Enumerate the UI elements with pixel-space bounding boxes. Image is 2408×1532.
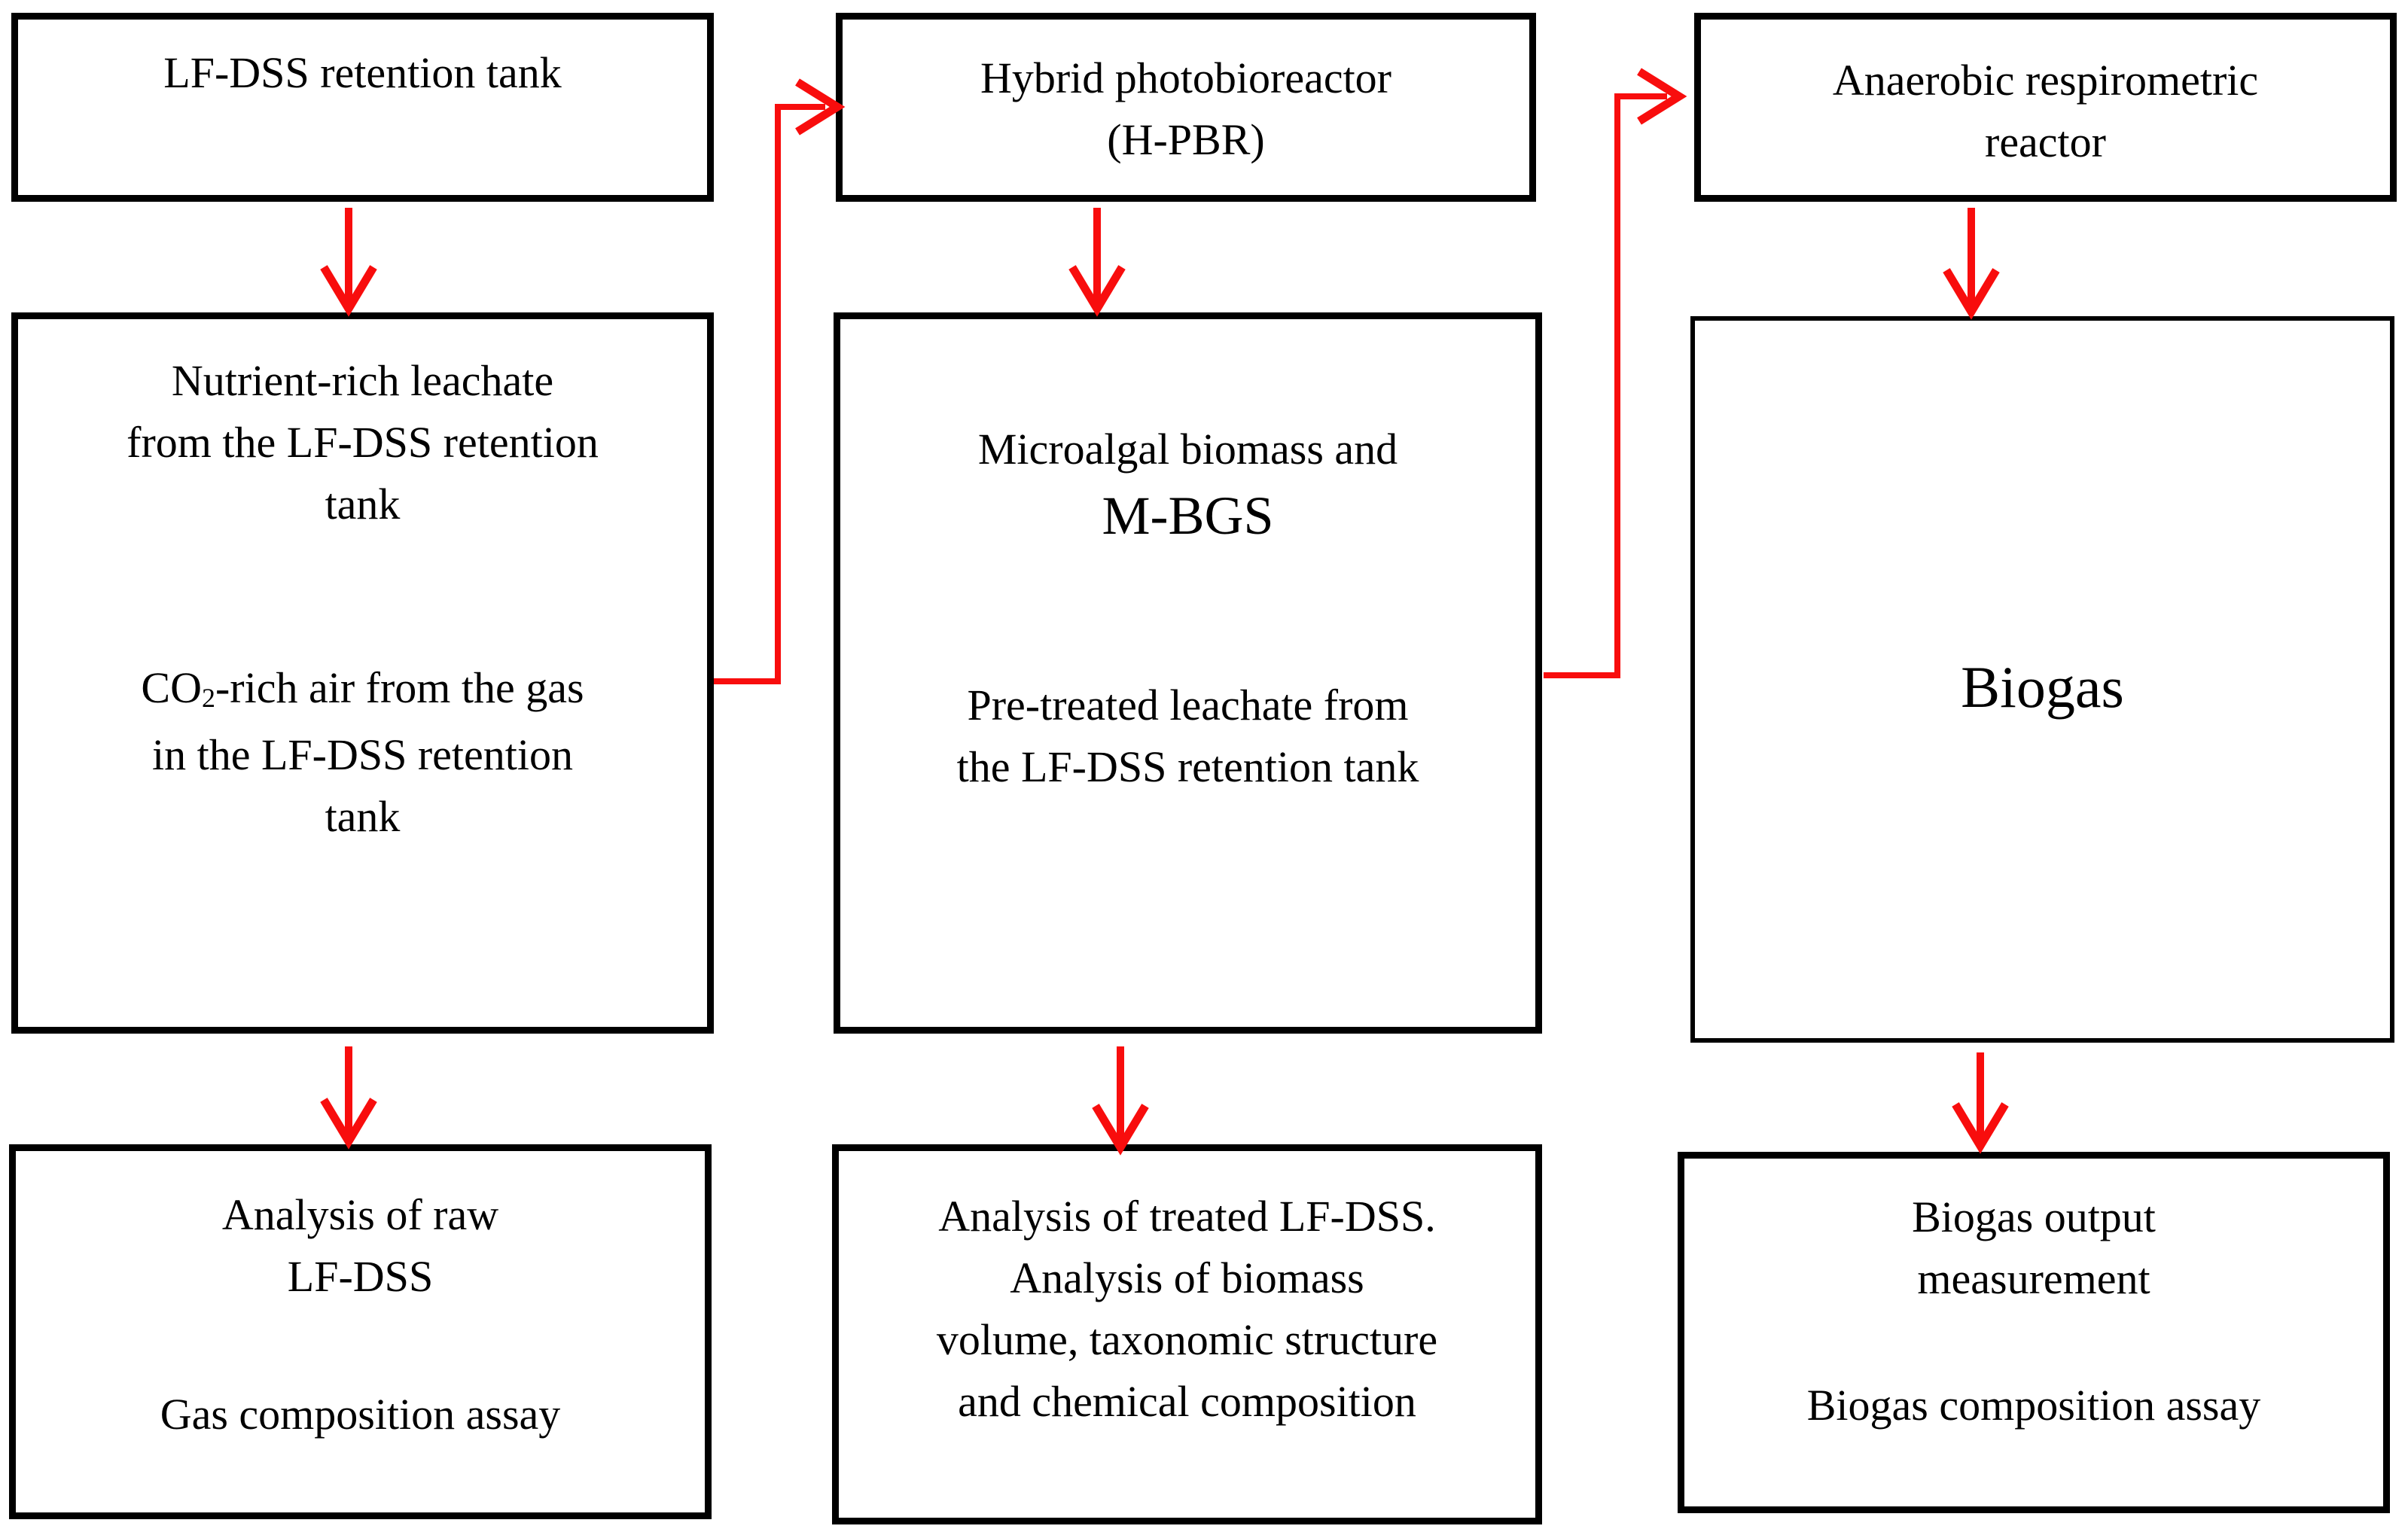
down-arrow-tank-to-leachate xyxy=(320,208,377,317)
box-text-line: Nutrient-rich leachate xyxy=(171,356,554,405)
box-text-line: tank xyxy=(325,480,401,528)
box-text-line: Pre-treated leachate from xyxy=(967,681,1409,729)
box-text-line: Analysis of raw xyxy=(221,1190,499,1239)
box-text-line: Biogas composition assay xyxy=(1806,1381,2261,1430)
down-arrow-biomass-to-analysis-treated xyxy=(1092,1046,1149,1156)
box-text-line: Hybrid photobioreactor xyxy=(980,53,1391,102)
down-arrow-biogas-to-output xyxy=(1952,1052,2009,1154)
box-microalgal-biomass: Microalgal biomass and M-BGS Pre-treated… xyxy=(834,312,1542,1034)
box-text-line: measurement xyxy=(1917,1254,2150,1303)
box-text-line-co2: CO2-rich air from the gas xyxy=(141,663,584,714)
box-text-line: Analysis of treated LF-DSS. xyxy=(938,1192,1436,1241)
box-text-line: (H-PBR) xyxy=(1107,115,1265,164)
box-biogas-output-measurement: Biogas output measurement Biogas composi… xyxy=(1678,1152,2390,1513)
box-text-line: Gas composition assay xyxy=(160,1390,561,1439)
box-hybrid-photobioreactor: Hybrid photobioreactor (H-PBR) xyxy=(836,13,1536,202)
box-lf-dss-retention-tank: LF-DSS retention tank xyxy=(11,13,714,202)
down-arrow-pbr-to-biomass xyxy=(1068,208,1126,317)
box-text-line: LF-DSS retention tank xyxy=(163,48,562,97)
down-arrow-leachate-to-analysis-raw xyxy=(320,1046,377,1150)
box-biogas: Biogas xyxy=(1690,316,2394,1043)
box-analysis-treated-lf-dss: Analysis of treated LF-DSS. Analysis of … xyxy=(832,1144,1542,1524)
box-text-line: Biogas output xyxy=(1912,1192,2156,1241)
box-text-line: tank xyxy=(325,792,401,841)
box-text-line: and chemical composition xyxy=(958,1377,1416,1426)
box-anaerobic-respirometric-reactor: Anaerobic respirometric reactor xyxy=(1694,13,2397,202)
box-text-line: the LF-DSS retention tank xyxy=(956,742,1419,791)
box-text-line: Microalgal biomass and xyxy=(977,425,1398,474)
box-text-line: from the LF-DSS retention xyxy=(126,418,599,467)
box-text-line: Anaerobic respirometric xyxy=(1832,56,2259,105)
box-text-line: in the LF-DSS retention xyxy=(151,730,573,779)
box-text-line: volume, taxonomic structure xyxy=(936,1315,1438,1364)
box-nutrient-rich-leachate: Nutrient-rich leachate from the LF-DSS r… xyxy=(11,312,714,1034)
box-text-line-mbgs: M-BGS xyxy=(1102,486,1274,546)
box-text-line: Analysis of biomass xyxy=(1010,1253,1364,1302)
box-text-line: reactor xyxy=(1985,117,2106,166)
box-text-line-biogas: Biogas xyxy=(1961,654,2124,720)
elbow-arrow-biomass-to-reactor xyxy=(1544,68,1687,678)
down-arrow-reactor-to-biogas xyxy=(1943,208,2000,320)
box-analysis-raw-lf-dss: Analysis of raw LF-DSS Gas composition a… xyxy=(9,1144,712,1519)
elbow-arrow-leachate-to-pbr xyxy=(714,78,846,684)
box-text-line: LF-DSS xyxy=(287,1252,434,1301)
co2-subscript: 2 xyxy=(202,683,215,714)
